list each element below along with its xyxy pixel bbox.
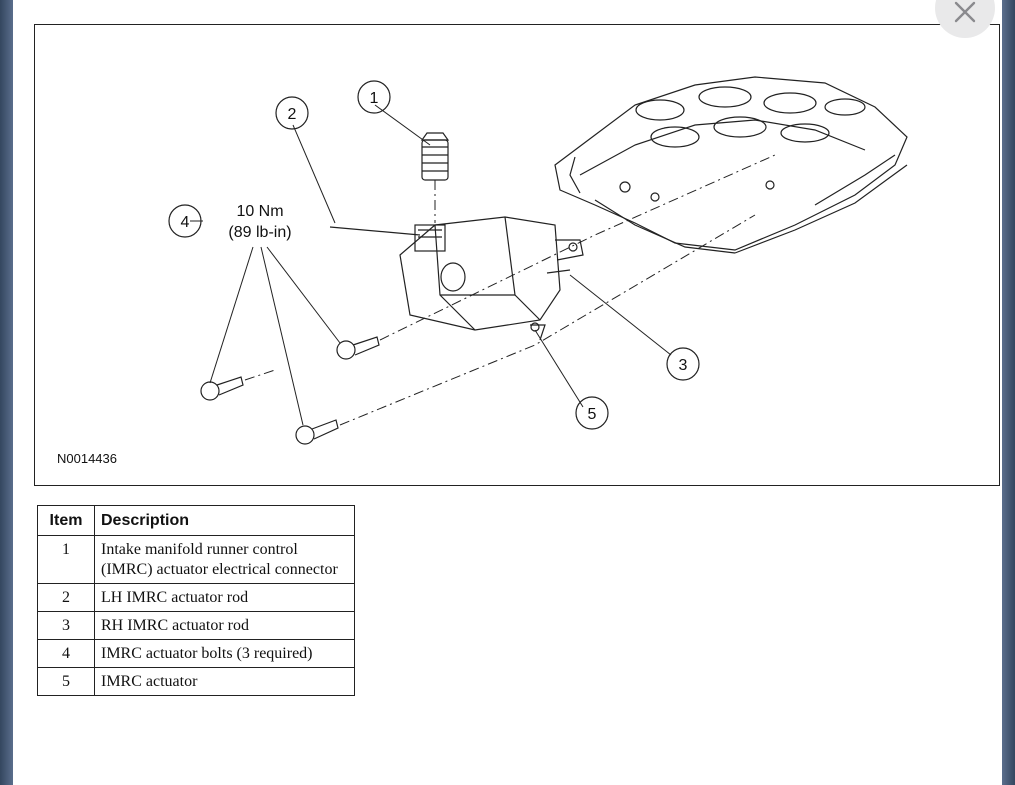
table-row: 2 LH IMRC actuator rod (37, 583, 355, 612)
item-number: 1 (37, 535, 95, 584)
diagram-drawing: 1 2 4 3 5 (168, 76, 908, 445)
close-icon (954, 1, 976, 23)
imrc-actuator-drawing (399, 216, 584, 341)
parts-diagram: 1 2 4 3 5 10 Nm (89 lb-in) N0014436 (34, 24, 1000, 486)
torque-imperial: (89 lb-in) (228, 224, 292, 241)
item-description: IMRC actuator (94, 667, 355, 696)
items-table: Item Description 1 Intake manifold runne… (37, 505, 355, 696)
torque-spec: 10 Nm (89 lb-in) (215, 201, 305, 243)
torque-metric: 10 Nm (236, 203, 284, 220)
header-description: Description (94, 505, 355, 536)
header-item: Item (37, 505, 95, 536)
intake-manifold-drawing (554, 76, 908, 254)
electrical-connector-drawing (420, 132, 450, 181)
callout-4: 4 (181, 214, 190, 231)
item-number: 5 (37, 667, 95, 696)
item-description: LH IMRC actuator rod (94, 583, 355, 612)
callout-1: 1 (370, 90, 379, 107)
item-number: 2 (37, 583, 95, 612)
callout-5: 5 (588, 406, 597, 423)
table-row: 3 RH IMRC actuator rod (37, 611, 355, 640)
callout-3: 3 (679, 357, 688, 374)
table-header-row: Item Description (37, 505, 355, 536)
item-description: Intake manifold runner control (IMRC) ac… (94, 535, 355, 584)
figure-id: N0014436 (57, 451, 117, 466)
viewer-edge-right (1002, 0, 1015, 785)
item-description: IMRC actuator bolts (3 required) (94, 639, 355, 668)
lh-actuator-rod-line (329, 226, 421, 236)
item-description: RH IMRC actuator rod (94, 611, 355, 640)
document-viewer: 1 2 4 3 5 10 Nm (89 lb-in) N0014436 Item… (13, 0, 1002, 785)
bolt-drawings (200, 336, 380, 445)
item-number: 3 (37, 611, 95, 640)
table-row: 4 IMRC actuator bolts (3 required) (37, 639, 355, 668)
table-row: 5 IMRC actuator (37, 667, 355, 696)
table-row: 1 Intake manifold runner control (IMRC) … (37, 535, 355, 584)
callout-2: 2 (288, 106, 297, 123)
viewer-edge-left (0, 0, 13, 785)
item-number: 4 (37, 639, 95, 668)
